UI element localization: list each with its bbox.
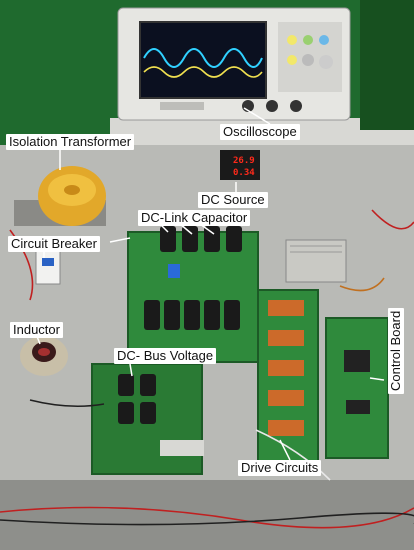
drive-circuits-pcb: [257, 289, 319, 467]
power-supply-device: [285, 239, 347, 283]
label-inductor: Inductor: [10, 322, 63, 338]
label-oscilloscope: Oscilloscope: [220, 124, 300, 140]
label-control-board: Control Board: [388, 307, 404, 394]
control-board-pcb: [325, 317, 389, 459]
inductor-device: [20, 336, 68, 376]
dc-source-device: [220, 150, 260, 180]
label-isolation-transformer: Isolation Transformer: [6, 134, 135, 150]
dc-link-pcb: [127, 226, 259, 363]
label-dc-bus-voltage: DC- Bus Voltage: [114, 348, 217, 364]
dc-source-current-readout: 0.34: [233, 168, 255, 178]
isolation-transformer-device: [14, 166, 106, 226]
circuit-breaker-device: [35, 249, 61, 285]
label-dc-link-capacitor: DC-Link Capacitor: [138, 210, 251, 226]
dc-source-voltage-readout: 26.9: [233, 156, 255, 166]
label-drive-circuits: Drive Circuits: [238, 460, 322, 476]
cables: [0, 209, 414, 529]
label-circuit-breaker: Circuit Breaker: [8, 236, 100, 252]
dark-wall-right: [360, 0, 414, 130]
oscilloscope-device: [117, 7, 351, 121]
dc-bus-pcb: [91, 363, 204, 475]
label-dc-source: DC Source: [198, 192, 268, 208]
